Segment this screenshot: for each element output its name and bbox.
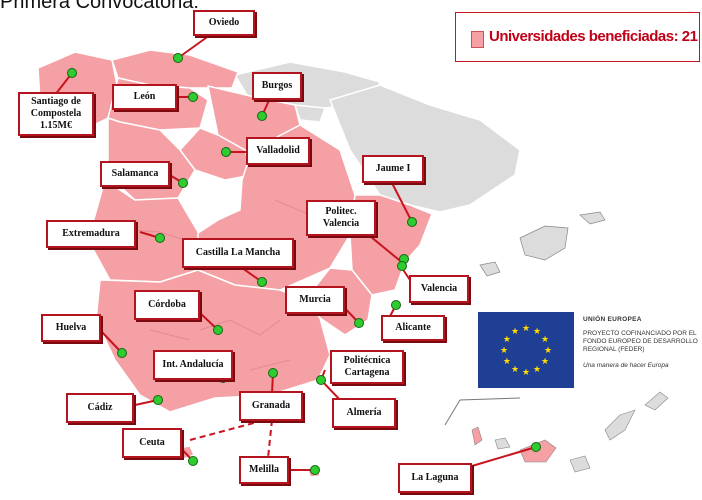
dashed-connectors [189, 419, 273, 459]
eu-project-text: PROYECTO COFINANCIADO POR EL FONDO EUROP… [583, 330, 698, 353]
legend-text: Universidades beneficiadas: 21 [489, 28, 698, 45]
balearic-islands [479, 211, 606, 277]
eu-star: ★ [500, 346, 508, 356]
legend: Universidades beneficiadas: 21 [455, 12, 700, 62]
label-salamanca: Salamanca [100, 161, 170, 187]
eu-star: ★ [511, 327, 519, 337]
label-la-laguna: La Laguna [398, 463, 472, 493]
university-markers [67, 53, 541, 475]
label-politecnica-cartagena: Politécnica Cartagena [330, 350, 404, 384]
label-alicante: Alicante [381, 315, 445, 341]
label-granada: Granada [239, 391, 303, 421]
label-politec-valencia: Politec. Valencia [306, 200, 376, 236]
eu-stars: ★★★★★★★★★★★★ [500, 324, 552, 378]
marker-politecnica-cartagena [316, 375, 326, 385]
label-valladolid: Valladolid [246, 137, 310, 165]
marker-granada [268, 368, 278, 378]
label-melilla: Melilla [239, 456, 289, 484]
region-aragon-cataluna [328, 84, 521, 213]
canary-inset [444, 391, 669, 473]
marker-la-laguna [531, 442, 541, 452]
marker-ceuta [188, 456, 198, 466]
marker-oviedo [173, 53, 183, 63]
marker-extremadura [155, 233, 165, 243]
label-valencia: Valencia [409, 275, 469, 303]
label-almeria: Almería [332, 398, 396, 428]
eu-slogan: Una manera de hacer Europa [583, 362, 669, 369]
label-jaume: Jaume I [362, 155, 424, 183]
marker-cadiz [153, 395, 163, 405]
marker-murcia [354, 318, 364, 328]
page-title: Primera Convocatoria: [0, 0, 199, 13]
region-la-rioja [293, 104, 327, 123]
marker-valladolid [221, 147, 231, 157]
marker-burgos [257, 111, 267, 121]
label-burgos: Burgos [252, 72, 302, 100]
marker-cordoba [213, 325, 223, 335]
eu-star: ★ [522, 324, 530, 334]
eu-star: ★ [503, 357, 511, 367]
label-cadiz: Cádiz [66, 393, 134, 423]
marker-melilla [310, 465, 320, 475]
eu-text: UNIÓN EUROPEA PROYECTO COFINANCIADO POR … [583, 316, 702, 370]
marker-leon [188, 92, 198, 102]
eu-flag: ★★★★★★★★★★★★ [478, 312, 574, 388]
eu-title: UNIÓN EUROPEA [583, 316, 642, 323]
label-santiago: Santiago de Compostela 1.15M€ [18, 92, 94, 136]
marker-huelva [117, 348, 127, 358]
eu-star: ★ [544, 346, 552, 356]
eu-star: ★ [541, 357, 549, 367]
eu-star: ★ [503, 335, 511, 345]
marker-jaume [407, 217, 417, 227]
label-cordoba: Córdoba [134, 290, 200, 320]
eu-star: ★ [533, 327, 541, 337]
eu-star: ★ [533, 365, 541, 375]
label-oviedo: Oviedo [193, 10, 255, 36]
label-leon: León [112, 84, 177, 110]
eu-star: ★ [541, 335, 549, 345]
marker-valencia [397, 261, 407, 271]
label-int-andalucia: Int. Andalucía [153, 350, 233, 380]
marker-castilla [257, 277, 267, 287]
marker-santiago [67, 68, 77, 78]
label-ceuta: Ceuta [122, 428, 182, 458]
marker-salamanca [178, 178, 188, 188]
label-extremadura: Extremadura [46, 220, 136, 248]
canary-island-la-palma [471, 426, 483, 446]
eu-star: ★ [511, 365, 519, 375]
eu-logo: ★★★★★★★★★★★★ UNIÓN EUROPEA PROYECTO COFI… [478, 312, 702, 388]
label-murcia: Murcia [285, 286, 345, 314]
marker-alicante [391, 300, 401, 310]
legend-swatch [471, 31, 484, 48]
label-huelva: Huelva [41, 314, 101, 342]
eu-star: ★ [522, 368, 530, 378]
label-castilla: Castilla La Mancha [182, 238, 294, 268]
